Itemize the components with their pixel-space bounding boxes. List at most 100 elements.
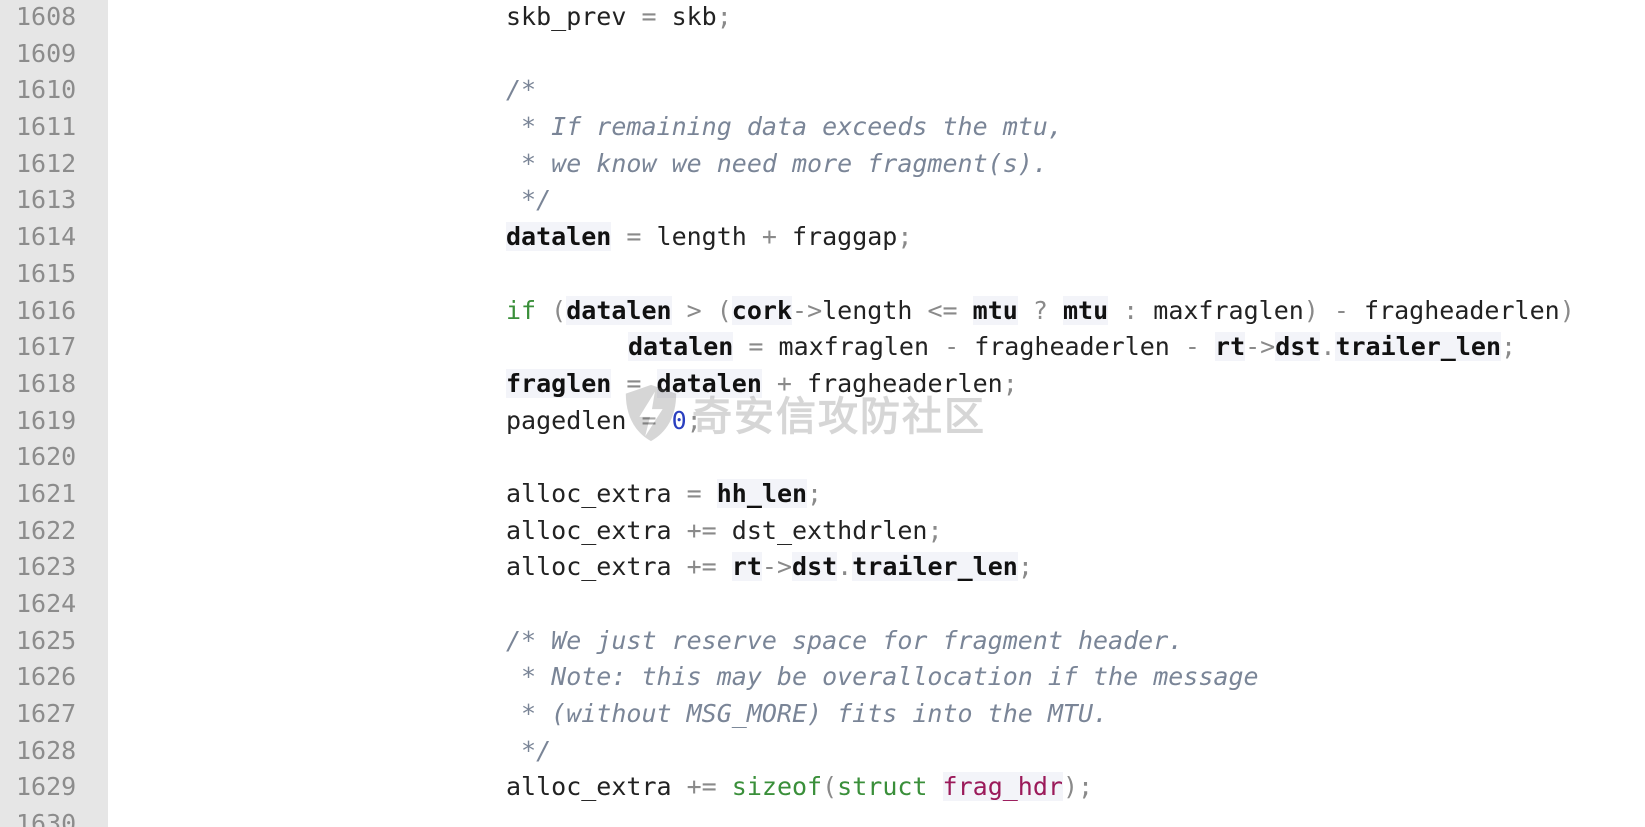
identifier-highlighted: trailer_len: [1335, 332, 1502, 362]
line-number: 1628: [16, 735, 77, 765]
punctuation: );: [1062, 772, 1094, 802]
identifier: skb: [671, 2, 717, 31]
operator: .: [1320, 332, 1336, 362]
identifier: fraggap: [791, 222, 898, 252]
comment: * (without MSG_MORE) fits into the MTU.: [506, 699, 1109, 729]
comment: */: [506, 735, 552, 765]
identifier-highlighted: datalen: [566, 295, 672, 325]
punctuation: ): [1559, 295, 1575, 325]
keyword: if: [506, 295, 537, 325]
punctuation: ;: [686, 405, 702, 435]
operator: .: [837, 552, 853, 582]
operator: =: [611, 222, 657, 252]
line-number: 1624: [16, 589, 77, 618]
line-number: 1626: [16, 662, 77, 692]
line-number: 1609: [16, 38, 77, 68]
identifier-highlighted: dst: [1275, 332, 1321, 362]
identifier-highlighted: rt: [731, 552, 762, 582]
identifier: fragheaderlen: [974, 332, 1170, 362]
identifier-highlighted: datalen: [506, 222, 612, 252]
identifier: alloc_extra: [506, 772, 672, 802]
line-number: 1630: [16, 809, 77, 827]
operator: ) -: [1303, 295, 1365, 325]
comment: */: [506, 185, 552, 215]
line-number: 1612: [16, 148, 77, 178]
code-line-1617: datalen = maxfraglen - fragheaderlen - r…: [108, 329, 1645, 366]
operator: :: [1108, 295, 1154, 325]
line-number: 1608: [16, 2, 77, 31]
code-line-1625: /* We just reserve space for fragment he…: [108, 623, 1645, 660]
identifier: skb_prev: [506, 2, 627, 31]
line-number: 1622: [16, 515, 77, 545]
code-line-1615: [108, 256, 1645, 293]
identifier-highlighted: trailer_len: [852, 552, 1018, 582]
code-line-1610: /*: [108, 72, 1645, 109]
comment: * we know we need more fragment(s).: [506, 148, 1048, 178]
identifier: length: [656, 222, 747, 252]
line-number: 1613: [16, 185, 77, 215]
line-number: 1629: [16, 772, 77, 802]
line-number: 1614: [16, 222, 77, 252]
operator: ->: [792, 295, 823, 325]
line-number: 1623: [16, 552, 77, 582]
identifier: dst_exthdrlen: [731, 515, 928, 545]
code-line-1614: datalen = length + fraggap;: [108, 219, 1645, 256]
punctuation: ;: [1017, 552, 1033, 582]
comment: * Note: this may be overallocation if th…: [506, 662, 1259, 692]
operator: +=: [671, 515, 732, 545]
operator: =: [733, 332, 779, 362]
identifier-highlighted: rt: [1215, 332, 1246, 362]
line-number: 1621: [16, 478, 77, 508]
code-line-1609: [108, 36, 1645, 73]
keyword: struct: [837, 772, 928, 802]
code-line-1621: alloc_extra = hh_len;: [108, 476, 1645, 513]
punctuation: ;: [1002, 368, 1018, 398]
code-line-1627: * (without MSG_MORE) fits into the MTU.: [108, 696, 1645, 733]
comment: /*: [506, 75, 537, 105]
whitespace: [927, 772, 942, 801]
code-line-1622: alloc_extra += dst_exthdrlen;: [108, 513, 1645, 550]
type-name: frag_hdr: [942, 772, 1063, 802]
comment: /* We just reserve space for fragment he…: [506, 625, 1184, 655]
punctuation: ;: [1501, 332, 1517, 362]
code-line-1618: fraglen = datalen + fragheaderlen;: [108, 366, 1645, 403]
code-line-1624: [108, 586, 1645, 623]
line-number: 1611: [16, 112, 77, 142]
identifier-highlighted: cork: [731, 295, 793, 325]
code-area[interactable]: skb_prev = skb; /* * If remaining data e…: [108, 0, 1645, 827]
code-line-1630: [108, 806, 1645, 827]
operator: <=: [912, 295, 973, 325]
identifier-highlighted: dst: [792, 552, 838, 582]
code-line-1608: skb_prev = skb;: [108, 0, 1645, 36]
punctuation: (: [536, 295, 567, 325]
punctuation: ;: [927, 515, 943, 545]
code-line-1616: if (datalen > (cork->length <= mtu ? mtu…: [108, 293, 1645, 330]
line-number: 1615: [16, 258, 77, 288]
identifier: alloc_extra: [506, 552, 672, 582]
keyword: sizeof: [731, 772, 823, 802]
identifier-highlighted: hh_len: [716, 478, 808, 508]
punctuation: (: [822, 772, 838, 802]
identifier: fragheaderlen: [807, 368, 1003, 398]
operator: ->: [1245, 332, 1276, 362]
identifier: pagedlen: [506, 405, 627, 435]
line-number: 1620: [16, 442, 77, 472]
punctuation: ;: [897, 222, 913, 252]
operator: +=: [671, 772, 732, 802]
code-line-1613: */: [108, 182, 1645, 219]
identifier-highlighted: mtu: [972, 295, 1018, 325]
code-line-1623: alloc_extra += rt->dst.trailer_len;: [108, 549, 1645, 586]
code-line-1611: * If remaining data exceeds the mtu,: [108, 109, 1645, 146]
operator: > (: [671, 295, 732, 325]
line-number: 1610: [16, 75, 77, 105]
identifier-highlighted: datalen: [656, 368, 762, 398]
line-number: 1625: [16, 625, 77, 655]
operator: ->: [761, 552, 793, 582]
operator: +=: [671, 552, 732, 582]
identifier: fragheaderlen: [1364, 295, 1560, 325]
punctuation: ;: [716, 2, 732, 31]
identifier: maxfraglen: [1153, 295, 1304, 325]
identifier-highlighted: datalen: [628, 332, 734, 362]
identifier: alloc_extra: [506, 515, 672, 545]
operator: =: [611, 368, 657, 398]
